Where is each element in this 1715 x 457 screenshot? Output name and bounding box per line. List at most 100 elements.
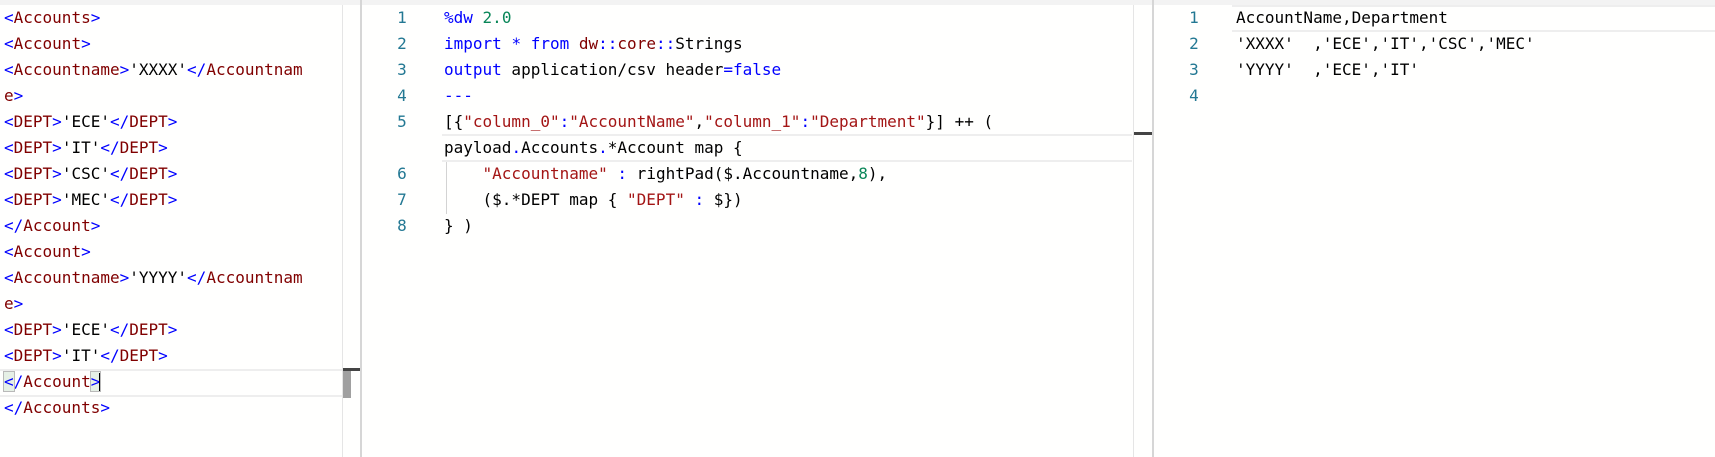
code-token: > — [167, 164, 178, 183]
xml-line[interactable]: <Account> — [4, 239, 360, 265]
line-number: 5 — [397, 112, 407, 131]
code-token: * — [511, 34, 522, 53]
code-token: > — [52, 112, 62, 131]
line-number: 1 — [1189, 8, 1199, 27]
code-token: e — [4, 294, 14, 313]
pane-top-strip — [1154, 0, 1715, 5]
code-token: DEPT — [129, 190, 168, 209]
code-token: dw — [578, 34, 599, 53]
pane-splitter-left[interactable] — [360, 0, 362, 457]
current-line-highlight — [0, 369, 342, 397]
code-token: < — [4, 320, 14, 339]
xml-line[interactable]: <DEPT>'MEC'</DEPT> — [4, 187, 360, 213]
dataweave-line[interactable]: 6 "Accountname" : rightPad($.Accountname… — [362, 161, 1152, 187]
code-token: </ — [100, 138, 120, 157]
text-caret — [99, 373, 102, 392]
code-token: < — [4, 242, 14, 261]
xml-line[interactable]: e> — [4, 83, 360, 109]
line-number: 6 — [397, 164, 407, 183]
code-token — [569, 34, 579, 53]
line-number: 2 — [397, 34, 407, 53]
dataweave-line[interactable]: payload.Accounts.*Account map { — [362, 135, 1152, 161]
line-code: output application/csv header=false — [444, 57, 781, 83]
code-token: Account — [23, 216, 91, 235]
code-token: output — [444, 60, 502, 79]
indent-guide — [446, 162, 447, 214]
xml-line[interactable]: </Account> — [3, 369, 360, 395]
dataweave-line[interactable]: 1%dw 2.0 — [362, 5, 1152, 31]
xml-line[interactable]: </Accounts> — [4, 395, 360, 421]
code-token: 2.0 — [482, 8, 512, 27]
code-token: > — [52, 190, 62, 209]
code-token: Account — [13, 34, 82, 53]
csv-row-text: 'YYYY' ,'ECE','IT' — [1236, 60, 1420, 79]
scroll-position-marker — [343, 368, 360, 371]
code-token: : — [800, 112, 811, 131]
code-token: </ — [109, 164, 130, 183]
dataweave-line[interactable]: 4--- — [362, 83, 1152, 109]
code-token: 'IT' — [61, 138, 101, 157]
line-code: ($.*DEPT map { "DEPT" : $}) — [444, 187, 743, 213]
code-token: "Accountname" — [482, 164, 608, 183]
scroll-position-marker — [1134, 132, 1152, 135]
xml-line[interactable]: <DEPT>'CSC'</DEPT> — [4, 161, 360, 187]
xml-line[interactable]: </Account> — [4, 213, 360, 239]
code-token: : — [617, 164, 628, 183]
pane-splitter-right[interactable] — [1152, 0, 1154, 457]
xml-line[interactable]: <DEPT>'ECE'</DEPT> — [4, 109, 360, 135]
scrollbar-thumb[interactable] — [343, 371, 351, 398]
code-token: > — [158, 346, 168, 365]
xml-line[interactable]: <Accountname>'YYYY'</Accountnam — [4, 265, 360, 291]
code-token — [473, 8, 483, 27]
line-code: [{"column_0":"AccountName","column_1":"D… — [444, 109, 993, 135]
dataweave-line[interactable]: 8} ) — [362, 213, 1152, 239]
code-token: 'ECE' — [61, 112, 110, 131]
dataweave-line[interactable]: 5 [{"column_0":"AccountName","column_1":"… — [362, 109, 1152, 135]
dataweave-vertical-scrollbar[interactable] — [1133, 5, 1152, 457]
code-token: . — [598, 138, 608, 157]
xml-line[interactable]: e> — [4, 291, 360, 317]
code-token: DEPT — [13, 346, 53, 365]
xml-vertical-scrollbar[interactable] — [342, 5, 360, 457]
code-token: , — [694, 112, 705, 131]
xml-line[interactable]: <Accounts> — [4, 5, 360, 31]
xml-line[interactable]: <Account> — [4, 31, 360, 57]
code-token: = — [723, 60, 733, 79]
code-token: > — [52, 164, 62, 183]
line-code: } ) — [444, 213, 473, 239]
code-token: < — [4, 8, 14, 27]
code-token: > — [167, 320, 178, 339]
code-token — [502, 34, 512, 53]
code-token: Accountnam — [206, 60, 303, 79]
code-token: import — [444, 34, 502, 53]
code-token: Accounts — [521, 138, 599, 157]
current-line-highlight — [1232, 5, 1715, 32]
xml-line[interactable]: <DEPT>'IT'</DEPT> — [4, 135, 360, 161]
code-token: DEPT — [13, 190, 53, 209]
code-token: Account — [13, 242, 82, 261]
xml-line[interactable]: <Accountname>'XXXX'</Accountnam — [4, 57, 360, 83]
code-token: DEPT — [13, 320, 53, 339]
dataweave-line[interactable]: 7 ($.*DEPT map { "DEPT" : $}) — [362, 187, 1152, 213]
xml-line[interactable]: <DEPT>'ECE'</DEPT> — [4, 317, 360, 343]
xml-line[interactable]: <DEPT>'IT'</DEPT> — [4, 343, 360, 369]
code-token: < — [4, 112, 14, 131]
code-token: </ — [109, 190, 130, 209]
code-token: %dw — [444, 8, 473, 27]
code-token: DEPT — [129, 112, 168, 131]
xml-input-pane[interactable]: <Accounts><Account><Accountname>'XXXX'</… — [0, 0, 360, 457]
code-token: </ — [100, 346, 120, 365]
code-token: > — [90, 216, 101, 235]
code-token: / — [13, 372, 24, 391]
code-token: </ — [4, 398, 24, 417]
code-token: : — [559, 112, 570, 131]
code-token: < — [4, 190, 14, 209]
code-token: DEPT — [129, 164, 168, 183]
line-code: %dw 2.0 — [444, 5, 511, 31]
code-token: > — [13, 294, 24, 313]
